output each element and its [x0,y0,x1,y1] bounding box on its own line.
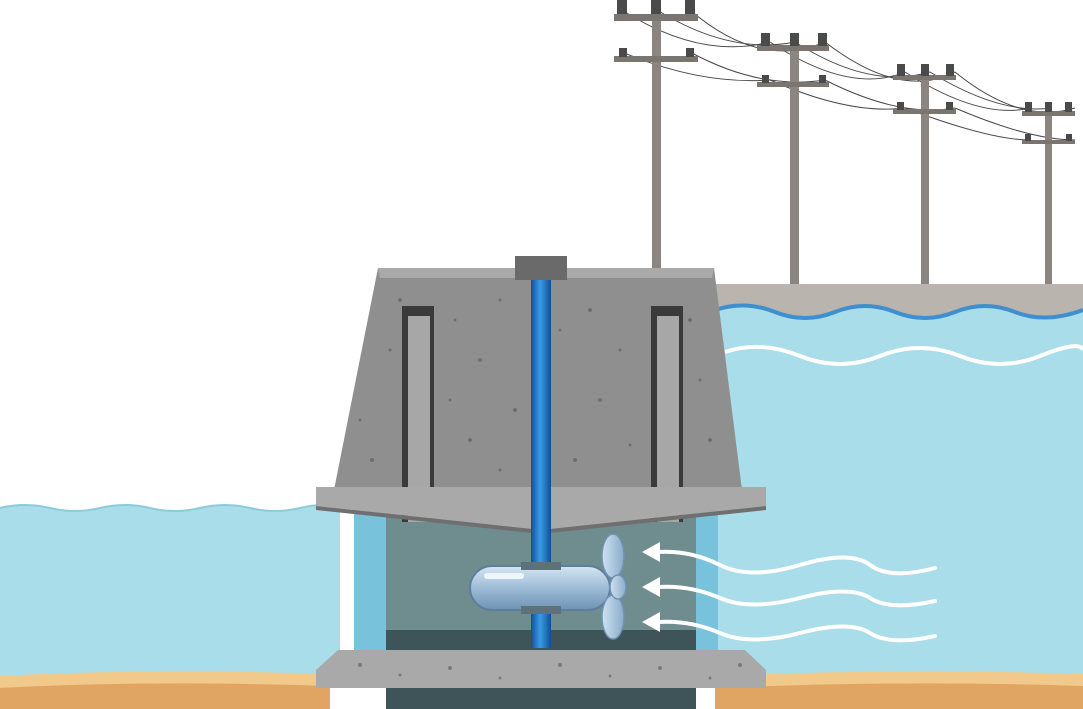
concrete-foundation [316,650,766,688]
generator-collar [521,606,561,614]
utility-pole [893,64,956,288]
power-lines [622,10,1075,140]
dam-side-wall-left [354,510,386,670]
turbine-generator [470,566,610,610]
utility-pole [614,0,698,270]
shaft-cap [515,256,567,280]
generator-collar [521,562,561,570]
downstream-water [0,505,340,680]
foundation-base [386,688,696,709]
utility-pole [757,33,829,285]
generator-highlight [484,573,524,579]
utility-pole [1022,102,1075,288]
